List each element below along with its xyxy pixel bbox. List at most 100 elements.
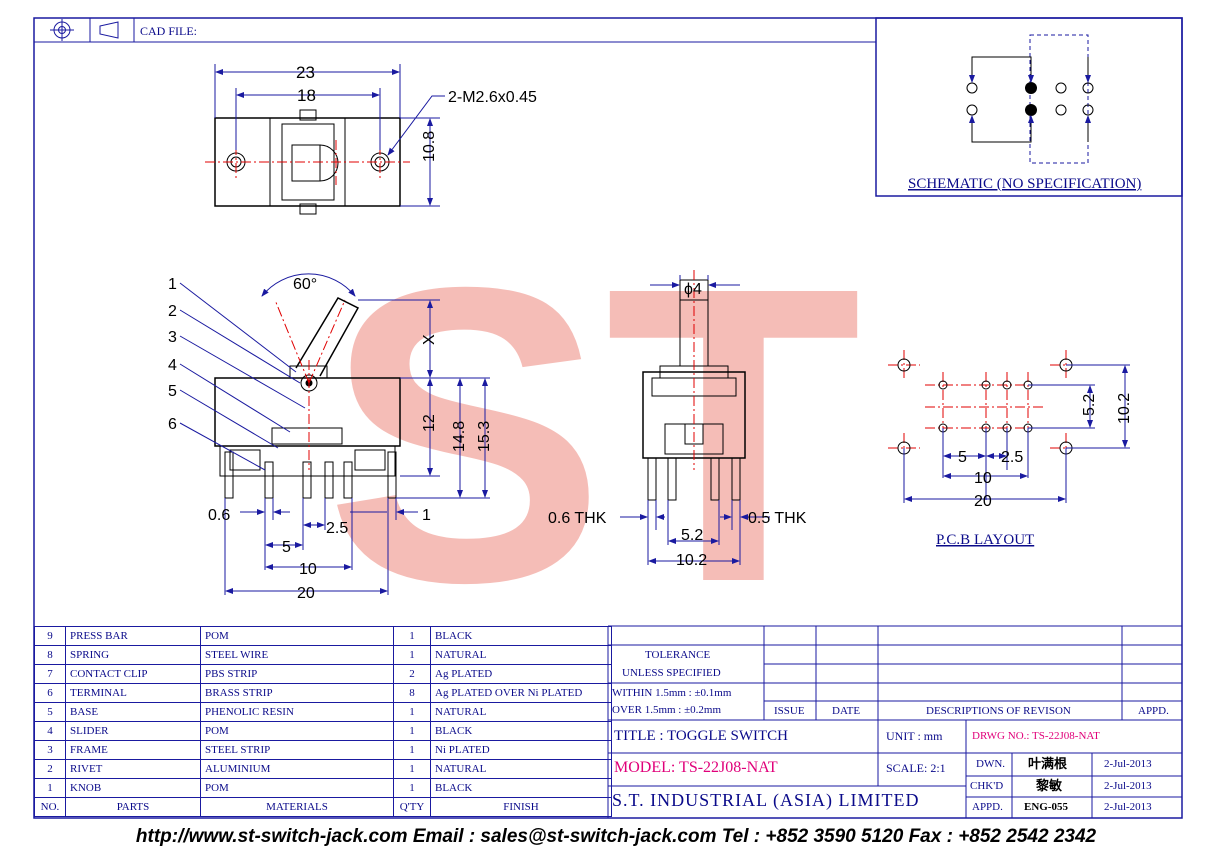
appd-name: ENG-055 [1024,801,1068,813]
bom-cell-qty: 1 [393,721,431,741]
svg-text:60°: 60° [293,276,317,293]
chkd-name: 黎敏 [1036,778,1063,793]
bom-cell-part: BASE [65,702,201,722]
appd-date: 2-Jul-2013 [1104,801,1152,813]
top-dimensions [214,64,445,207]
bom-cell-qty: 8 [393,683,431,703]
bom-cell-material: PHENOLIC RESIN [200,702,394,722]
cad-file-label: CAD FILE: [140,24,197,38]
bom-cell-finish: BLACK [430,626,612,646]
side-centerlines [274,299,346,470]
svg-text:4: 4 [168,357,177,374]
dwn-date: 2-Jul-2013 [1104,758,1152,770]
side-dim-labels: 60° X 12 14.8 15.3 0.6 2.5 1 5 10 20 [208,276,493,602]
svg-text:15.3: 15.3 [476,421,493,452]
top-centerlines [205,140,410,185]
bom-cell-material: ALUMINIUM [200,759,394,779]
unless-specified: UNLESS SPECIFIED [622,667,721,679]
chkd-date: 2-Jul-2013 [1104,780,1152,792]
dim-18: 18 [297,86,316,105]
bom-cell-material: STEEL STRIP [200,740,394,760]
bom-cell-qty: 2 [393,664,431,684]
bom-cell-material: BRASS STRIP [200,683,394,703]
bom-cell-part: PRESS BAR [65,626,201,646]
svg-text:5: 5 [168,383,177,400]
svg-text:X: X [421,334,438,345]
svg-text:20: 20 [974,493,992,510]
bom-cell-material: POM [200,626,394,646]
svg-text:2.5: 2.5 [326,520,348,537]
descriptions-header: DESCRIPTIONS OF REVISON [926,705,1071,717]
bom-cell-no: NO. [34,797,66,817]
svg-text:ST: ST [325,201,862,670]
bom-cell-no: 8 [34,645,66,665]
bom-cell-qty: Q'TY [393,797,431,817]
end-dimensions [620,275,770,565]
bom-cell-finish: Ag PLATED OVER Ni PLATED [430,683,612,703]
svg-text:0.6: 0.6 [208,507,230,524]
bom-cell-no: 9 [34,626,66,646]
unit-label: UNIT : mm [886,729,943,743]
bom-cell-material: POM [200,721,394,741]
bom-cell-material: POM [200,778,394,798]
bom-cell-material: MATERIALS [200,797,394,817]
bom-cell-no: 5 [34,702,66,722]
chkd-label: CHK'D [970,780,1004,792]
svg-text:P.C.B LAYOUT: P.C.B LAYOUT [936,532,1034,548]
end-dim-labels: ϕ4 0.6 THK 0.5 THK 5.2 10.2 [548,281,807,569]
bom-cell-no: 6 [34,683,66,703]
pcb-layout: 5.2 10.2 5 2.5 10 20 P.C.B LAYOUT [888,350,1133,548]
svg-text:5.2: 5.2 [1081,394,1098,416]
svg-text:10.2: 10.2 [1116,393,1133,424]
bom-cell-material: STEEL WIRE [200,645,394,665]
svg-text:10: 10 [974,470,992,487]
tolerance-over: OVER 1.5mm : ±0.2mm [612,704,722,716]
bom-cell-no: 4 [34,721,66,741]
svg-text:5: 5 [958,449,967,466]
drawing-number: DRWG NO.: TS-22J08-NAT [972,730,1100,742]
bom-cell-qty: 1 [393,778,431,798]
bom-cell-part: KNOB [65,778,201,798]
svg-text:10.2: 10.2 [676,552,707,569]
side-dimensions [179,273,490,595]
bom-cell-finish: FINISH [430,797,612,817]
bom-cell-part: TERMINAL [65,683,201,703]
projection-symbol-icon [50,19,119,41]
bom-cell-part: SLIDER [65,721,201,741]
title-block-grid [607,625,1183,819]
bom-cell-no: 1 [34,778,66,798]
bom-cell-finish: Ag PLATED [430,664,612,684]
tolerance-label: TOLERANCE [645,649,711,661]
bom-cell-finish: NATURAL [430,702,612,722]
schematic-box: SCHEMATIC (NO SPECIFICATION) [875,17,1183,197]
bom-cell-part: RIVET [65,759,201,779]
bom-cell-part: FRAME [65,740,201,760]
bom-cell-no: 3 [34,740,66,760]
scale-label: SCALE: 2:1 [886,761,946,775]
bom-cell-no: 2 [34,759,66,779]
bom-cell-finish: NATURAL [430,759,612,779]
dwn-label: DWN. [976,758,1006,770]
svg-text:0.5 THK: 0.5 THK [748,510,807,527]
svg-text:1: 1 [422,507,431,524]
bom-cell-qty: 1 [393,645,431,665]
st-watermark: ST [325,201,862,670]
side-callouts: 1 2 3 4 5 6 [168,276,177,433]
drawing-title: TITLE : TOGGLE SWITCH [614,728,789,744]
thread-label: 2-M2.6x0.45 [448,89,537,106]
bom-cell-part: SPRING [65,645,201,665]
bom-cell-qty: 1 [393,626,431,646]
bom-cell-finish: BLACK [430,778,612,798]
svg-text:1: 1 [168,276,177,293]
svg-text:6: 6 [168,416,177,433]
svg-text:12: 12 [421,414,438,432]
svg-text:0.6 THK: 0.6 THK [548,510,607,527]
bom-cell-qty: 1 [393,759,431,779]
